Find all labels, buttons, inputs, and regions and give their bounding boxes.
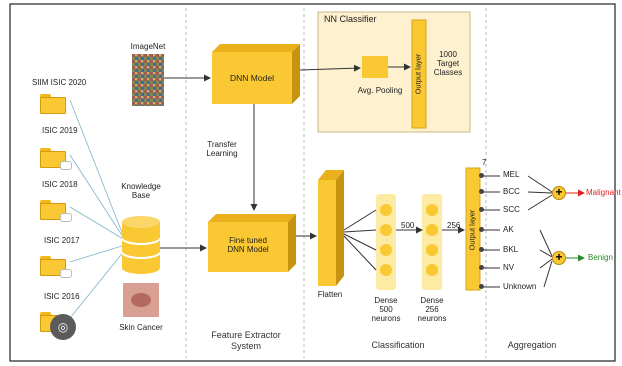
benign-label: Benign	[588, 253, 613, 262]
dense-500-node	[380, 264, 392, 276]
section-aggregation: Aggregation	[507, 340, 557, 350]
malignant-label: Malignant	[586, 188, 621, 197]
class-label-ak: AK	[503, 225, 514, 234]
class-label-unknown: Unknown	[503, 282, 537, 291]
dense-256-node	[426, 264, 438, 276]
class-label-scc: SCC	[503, 205, 520, 214]
edge-7-label: 7	[482, 158, 487, 167]
target-classes-label: 1000 Target Classes	[433, 50, 463, 78]
nn-classifier-box	[317, 11, 471, 133]
flatten-label: Flatten	[317, 290, 343, 299]
edge-256-label: 256	[447, 221, 461, 230]
transfer-learning-label: Transfer Learning	[206, 140, 238, 159]
dnn-model-label: DNN Model	[230, 73, 274, 83]
output-node	[479, 173, 484, 178]
flatten-slab	[318, 170, 344, 286]
classifier-output-layer-label: Output layer	[413, 53, 423, 95]
section-classification: Classification	[371, 340, 425, 350]
dataset-label: ISIC 2016	[44, 292, 80, 301]
skin-cancer-label: Skin Cancer	[119, 323, 163, 332]
output-node	[479, 284, 484, 289]
dense-500-label: Dense 500 neurons	[371, 296, 401, 324]
output-node	[479, 189, 484, 194]
folder-icon	[40, 148, 72, 170]
class-label-mel: MEL	[503, 170, 520, 179]
output-node	[479, 265, 484, 270]
dataset-label: ISIC 2018	[42, 180, 78, 189]
edge-dnn-pool	[299, 64, 361, 72]
nn-classifier-title: NN Classifier	[324, 14, 377, 24]
output-node	[479, 227, 484, 232]
output-node	[479, 247, 484, 252]
avg-pooling-label: Avg. Pooling	[357, 86, 403, 95]
dense-500-node	[380, 204, 392, 216]
imagenet-thumbnail	[132, 54, 164, 106]
output-node	[479, 207, 484, 212]
lens-icon[interactable]: ◎	[50, 314, 76, 340]
dnn-model-cube	[212, 44, 300, 104]
dense-256-node	[426, 204, 438, 216]
knowledge-base-label: Knowledge Base	[121, 182, 161, 201]
dense-500-node	[380, 244, 392, 256]
class-label-bcc: BCC	[503, 187, 520, 196]
folder-icon	[40, 94, 66, 114]
dataset-label: ISIC 2019	[42, 126, 78, 135]
dataset-links	[69, 99, 126, 319]
classifier-output-layer	[411, 19, 427, 129]
edge-500-label: 500	[401, 221, 415, 230]
knowledge-base-cylinder	[122, 216, 160, 274]
fine-tuned-dnn-cube	[208, 214, 296, 272]
class-label-nv: NV	[503, 263, 515, 272]
imagenet-label: ImageNet	[130, 42, 166, 51]
folder-icon	[40, 200, 72, 222]
dataset-label: ISIC 2017	[44, 236, 80, 245]
class-label-bkl: BKL	[503, 245, 519, 254]
fine-tuned-label: Fine tuned DNN Model	[227, 236, 269, 255]
folder-icon	[40, 256, 72, 278]
dense-256-label: Dense 256 neurons	[417, 296, 447, 324]
dense-256-node	[426, 224, 438, 236]
plus-icon: +	[552, 251, 566, 265]
dense-256-node	[426, 244, 438, 256]
dense-500-node	[380, 224, 392, 236]
section-feature-extractor: Feature Extractor System	[211, 330, 281, 351]
dataset-label: SIIM ISIC 2020	[32, 78, 87, 87]
outer-frame	[9, 3, 616, 362]
avg-pooling-box	[362, 56, 388, 78]
plus-icon: +	[552, 186, 566, 200]
final-output-layer-label: Output layer	[467, 209, 477, 251]
